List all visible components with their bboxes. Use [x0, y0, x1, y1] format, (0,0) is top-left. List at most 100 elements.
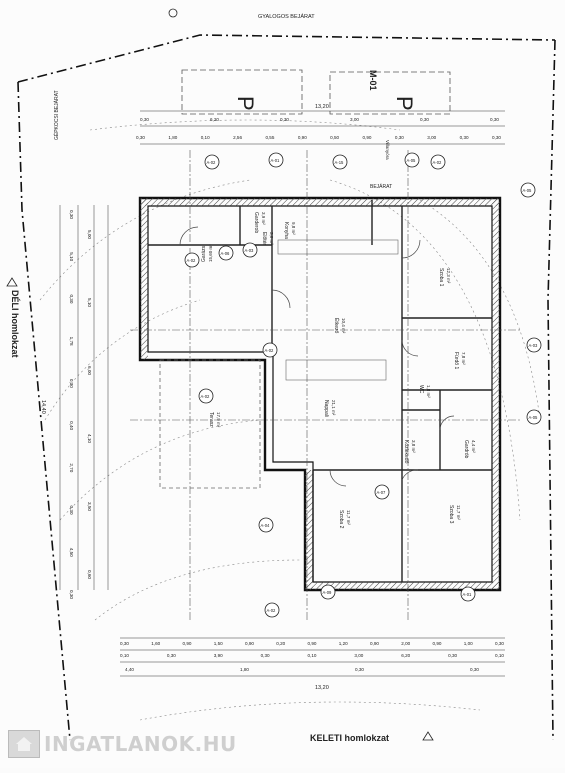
tag-label: A-05 — [407, 158, 417, 163]
axis-lines — [130, 150, 520, 620]
south-facade-triangle-icon — [6, 277, 18, 287]
room-name: Gardrób — [463, 440, 469, 459]
top-entrance-label: GYALOGOS BEJÁRAT — [258, 13, 315, 20]
dimension-value: 3,00 — [354, 653, 363, 658]
dimension-value: 6,20 — [210, 117, 219, 122]
tag-label: A-02 — [267, 608, 277, 613]
tag-label: A-02 — [433, 160, 443, 165]
dimension-value: 0,30 — [69, 210, 74, 219]
dimension-value: 0,30 — [470, 667, 479, 672]
room-name: Közlekedő — [403, 440, 409, 464]
facade-markers — [6, 8, 434, 741]
dimension-value: 1,50 — [214, 641, 223, 646]
tag-label: A-04 — [261, 523, 271, 528]
dimension-value: 1,60 — [151, 641, 160, 646]
tag-label: A-05 — [529, 415, 539, 420]
dimension-value: 0,30 — [280, 117, 289, 122]
dimension-value: 0,10 — [120, 653, 129, 658]
east-facade-triangle-icon — [422, 731, 434, 741]
tag-bubble — [526, 337, 542, 353]
dimension-value: 6,20 — [401, 653, 410, 658]
dimension-value: 0,10 — [201, 135, 210, 140]
dimension-value: 3,90 — [214, 653, 223, 658]
room-name: Fürdő 1 — [453, 352, 459, 369]
dimension-value: 0,90 — [298, 135, 307, 140]
dimension-value: 0,30 — [167, 653, 176, 658]
south-facade-label: DÉLI homlokzat — [10, 290, 20, 358]
parking-bays — [181, 69, 451, 115]
dimension-value: 1,00 — [464, 641, 473, 646]
room-area: 9,8 m² — [291, 222, 296, 235]
dimension-value: 4,10 — [87, 434, 92, 443]
room-area: 15,60 m² — [208, 244, 213, 262]
tag-bubble — [262, 342, 278, 358]
dimension-lines — [59, 110, 505, 677]
room-area: 11,7 m² — [346, 510, 351, 525]
tag-label: A-03 — [245, 248, 255, 253]
room-area: 11,7 m² — [456, 505, 461, 520]
dimension-value: 5,00 — [87, 230, 92, 239]
dimension-value: 0,30 — [355, 667, 364, 672]
kitchen-counter — [277, 239, 399, 381]
room-name: WC — [418, 385, 424, 394]
tag-bubble — [218, 245, 234, 261]
dimension-value: 1,78 — [69, 337, 74, 346]
tag-bubble — [526, 409, 542, 425]
dimension-value: 4,50 — [69, 548, 74, 557]
dimension-value: 0,30 — [136, 135, 145, 140]
dimension-value: 0,90 — [370, 641, 379, 646]
dimension-value: 0,55 — [265, 135, 274, 140]
dimension-value: 0,90 — [245, 641, 254, 646]
parking-label-2: P — [392, 96, 417, 111]
dimension-value: 2,00 — [401, 641, 410, 646]
dimension-value: 0,90 — [363, 135, 372, 140]
room-area: 1,8 m² — [426, 385, 431, 398]
room-name: Szoba 1 — [438, 268, 444, 287]
watermark: INGATLANOK.HU — [8, 729, 237, 759]
property-boundary — [17, 34, 556, 741]
room-area: 7,8 m² — [461, 352, 466, 365]
tag-bubble — [198, 388, 214, 404]
dimension-value: 0,30 — [140, 117, 149, 122]
tag-bubble — [264, 602, 280, 618]
tag-bubble — [258, 517, 274, 533]
plan-labels: GYALOGOS BEJÁRAT GÉPKOCSI BEJÁRAT M-01 P… — [10, 13, 417, 743]
meter-label: Villanyóra — [385, 140, 390, 160]
east-facade-label: KELETI homlokzat — [310, 733, 389, 743]
dimension-value: 1,80 — [240, 667, 249, 672]
room-area: 3,8 m² — [411, 440, 416, 453]
car-entrance-label: GÉPKOCSI BEJÁRAT — [53, 90, 60, 140]
house-logo-icon — [8, 730, 40, 758]
room-name: Előtér — [261, 232, 267, 245]
tag-bubble — [374, 484, 390, 500]
dimension-value: 1,80 — [168, 135, 177, 140]
dimension-value: 0,30 — [69, 379, 74, 388]
room-name: Étkező — [333, 318, 340, 334]
tag-bubble — [460, 586, 476, 602]
parking-label-1: P — [233, 96, 258, 111]
dimension-value: 0,30 — [448, 653, 457, 658]
room-area: 21,1 m² — [331, 400, 336, 416]
room-name: Konyha — [283, 222, 289, 239]
dimension-value: 0,60 — [87, 570, 92, 579]
north-arrow-icon — [168, 8, 178, 18]
dimension-value: 0,30 — [490, 117, 499, 122]
tag-bubble — [520, 182, 536, 198]
dimension-value: 3,00 — [427, 135, 436, 140]
dimension-value: 0,30 — [495, 641, 504, 646]
dimension-value: 0,30 — [261, 653, 270, 658]
dimension-value: 6,00 — [87, 366, 92, 375]
room-area: 17,9 m² — [216, 412, 221, 428]
room-area: 3,6 m² — [269, 232, 274, 245]
dimension-value: 0,90 — [433, 641, 442, 646]
total-width-top: 13,20 — [315, 104, 329, 110]
tag-bubble — [404, 152, 420, 168]
tag-label: A-15 — [335, 160, 345, 165]
tag-label: A-02 — [187, 258, 197, 263]
tag-bubble — [320, 584, 336, 600]
tag-bubble — [430, 154, 446, 170]
dimension-value: 0,50 — [330, 135, 339, 140]
